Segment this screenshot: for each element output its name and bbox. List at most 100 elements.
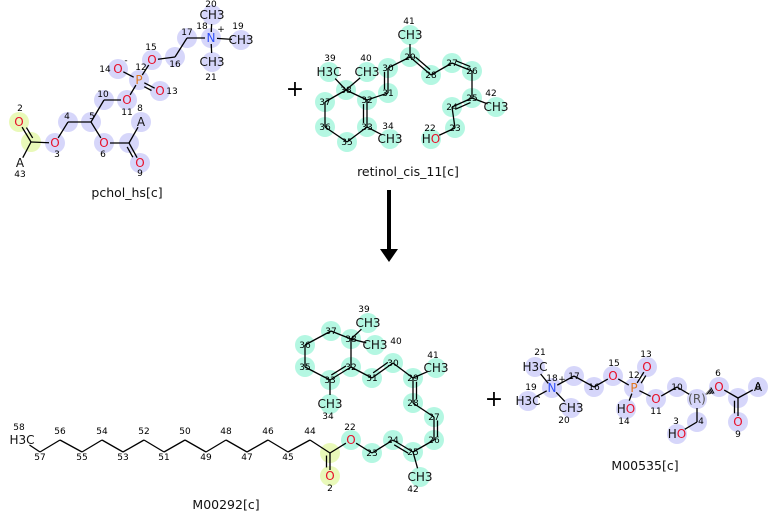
- atom-symbol: CH3: [354, 65, 379, 79]
- atom-symbol: A: [16, 156, 25, 170]
- atom-number: 54: [96, 427, 108, 437]
- bond: [412, 402, 435, 418]
- atom-number: 27: [446, 59, 457, 69]
- atom-number: 19: [525, 383, 537, 393]
- atom-highlight: [518, 391, 538, 411]
- atom-highlight: [603, 366, 623, 386]
- atom-symbol: N: [548, 381, 557, 395]
- atom-number: 5: [89, 112, 95, 122]
- bond: [573, 375, 595, 388]
- bond: [128, 126, 139, 144]
- bond: [409, 56, 432, 76]
- atom-number: 36: [319, 123, 331, 133]
- atom-symbol: O: [113, 62, 122, 76]
- atom-symbol: O: [325, 469, 334, 483]
- bond: [30, 141, 50, 144]
- atom-highlight: [320, 466, 340, 486]
- atom-highlight: [202, 52, 222, 72]
- atom-number: 37: [325, 327, 336, 337]
- atom-highlight: [616, 399, 636, 419]
- bond: [334, 78, 347, 91]
- double-bond-line: [415, 56, 431, 71]
- atom-number: 47: [241, 453, 252, 463]
- atom-number: 18: [196, 22, 208, 32]
- atom-symbol: P: [630, 381, 637, 395]
- atom-highlight: [131, 112, 151, 132]
- atom-number: 45: [282, 453, 293, 463]
- double-bond-line: [126, 146, 134, 158]
- highlight-layer: [9, 5, 768, 487]
- atom-symbol: A: [137, 115, 146, 129]
- atom-number: 10: [671, 383, 683, 393]
- bond: [329, 442, 347, 454]
- atom-highlight: [525, 357, 545, 377]
- atom-number: 20: [558, 416, 570, 426]
- atom-number: 31: [366, 374, 377, 384]
- double-bond-line: [640, 375, 647, 384]
- atom-symbol: O: [714, 380, 723, 394]
- bond: [412, 451, 419, 469]
- bond: [329, 366, 352, 381]
- atom-number: 4: [64, 112, 70, 122]
- atom-highlight: [94, 133, 114, 153]
- bond: [471, 97, 488, 105]
- atom-number: 19: [232, 22, 244, 32]
- atom-highlight: [341, 430, 361, 450]
- atom-number: 25: [407, 448, 418, 458]
- bond: [205, 439, 227, 453]
- atom-number: 14: [99, 65, 111, 75]
- double-bond-line: [393, 444, 409, 454]
- atom-number: 15: [145, 43, 156, 53]
- bond: [216, 37, 233, 41]
- atom-symbol: CH3: [228, 33, 253, 47]
- bond: [143, 439, 165, 453]
- bond: [636, 371, 645, 384]
- atom-number: 22: [424, 124, 435, 134]
- atom-highlight: [410, 467, 430, 487]
- atom-highlight: [561, 398, 581, 418]
- bond: [157, 56, 176, 60]
- atom-symbol: CH3: [483, 100, 508, 114]
- plus-sign-products: +: [485, 387, 503, 412]
- bond: [267, 439, 289, 453]
- atom-symbol: CH3: [558, 401, 583, 415]
- bond: [593, 378, 609, 388]
- atom-highlight: [117, 90, 137, 110]
- atom-symbol: H3C: [515, 394, 540, 408]
- bond: [556, 375, 575, 386]
- atom-number: 26: [466, 67, 478, 77]
- bond: [287, 439, 311, 453]
- atom-number: 11: [121, 108, 132, 118]
- stereo-bond: [708, 389, 712, 395]
- atom-symbol: O: [608, 369, 617, 383]
- atom-symbol: O: [14, 115, 23, 129]
- bond: [366, 92, 389, 101]
- atom-number: 30: [387, 359, 399, 369]
- charge-label: -: [124, 56, 127, 66]
- atom-number: 24: [446, 103, 458, 113]
- atom-symbol: HO: [422, 132, 440, 146]
- atom-number: 13: [640, 350, 651, 360]
- atom-symbol: O: [99, 136, 108, 150]
- atom-number: 16: [588, 383, 600, 393]
- atom-symbol: O: [147, 53, 156, 67]
- bond: [128, 142, 138, 159]
- atom-number: 17: [181, 28, 192, 38]
- atom-number: 40: [360, 54, 372, 64]
- atom-highlight: [748, 377, 768, 397]
- bond-layer: [21, 23, 754, 470]
- atom-number: 55: [76, 453, 87, 463]
- atom-symbol: P: [135, 73, 142, 87]
- bond: [628, 393, 633, 401]
- atom-symbol: (R): [688, 392, 706, 406]
- atom-number: 23: [366, 449, 377, 459]
- atom-number: 33: [324, 376, 335, 386]
- bond: [57, 121, 69, 139]
- bond: [184, 439, 207, 453]
- bond: [324, 126, 348, 143]
- atom-number: 51: [158, 453, 169, 463]
- atom-symbol: H3C: [9, 433, 34, 447]
- bond: [330, 330, 352, 340]
